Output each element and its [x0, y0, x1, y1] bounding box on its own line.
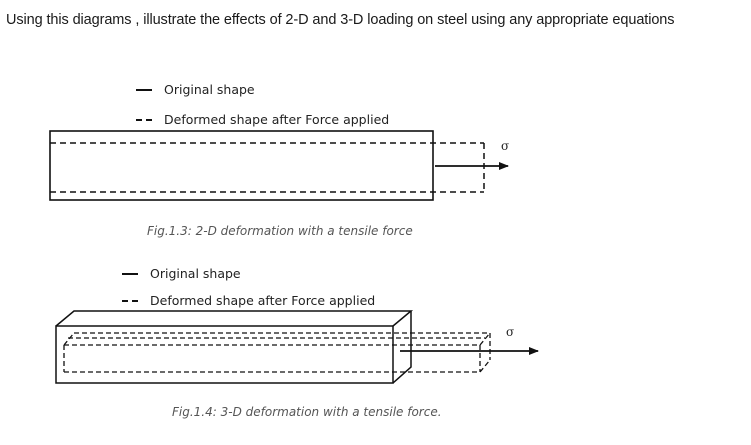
original-shape-2d: [49, 130, 434, 201]
legend-original-label: Original shape: [150, 266, 241, 281]
figure-3d-diagram: σ: [55, 310, 539, 384]
legend-deformed-3d: Deformed shape after Force applied: [122, 293, 375, 308]
question-text: Using this diagrams , illustrate the eff…: [6, 12, 675, 28]
dashed-line-symbol: [136, 118, 152, 121]
legend-original-3d: Original shape: [122, 266, 241, 281]
solid-line-symbol: [136, 88, 152, 91]
solid-line-symbol: [122, 272, 138, 275]
figure-2d-diagram: σ: [49, 130, 509, 201]
deformed-shape-3d: [63, 332, 491, 373]
legend-deformed-label: Deformed shape after Force applied: [164, 112, 390, 127]
sigma-symbol-3d: σ: [506, 325, 514, 339]
legend-deformed-2d: Deformed shape after Force applied: [136, 112, 389, 127]
figure-caption-2d: Fig.1.3: 2-D deformation with a tensile …: [147, 224, 413, 238]
original-shape-3d: [55, 310, 414, 384]
sigma-symbol-2d: σ: [501, 139, 509, 153]
legend-deformed-label: Deformed shape after Force applied: [150, 293, 376, 308]
figure-caption-3d: Fig.1.4: 3-D deformation with a tensile …: [172, 405, 442, 419]
legend-original-label: Original shape: [164, 82, 255, 97]
legend-original-2d: Original shape: [136, 82, 255, 97]
deformed-shape-2d: [50, 142, 485, 193]
dashed-line-symbol: [122, 299, 138, 302]
